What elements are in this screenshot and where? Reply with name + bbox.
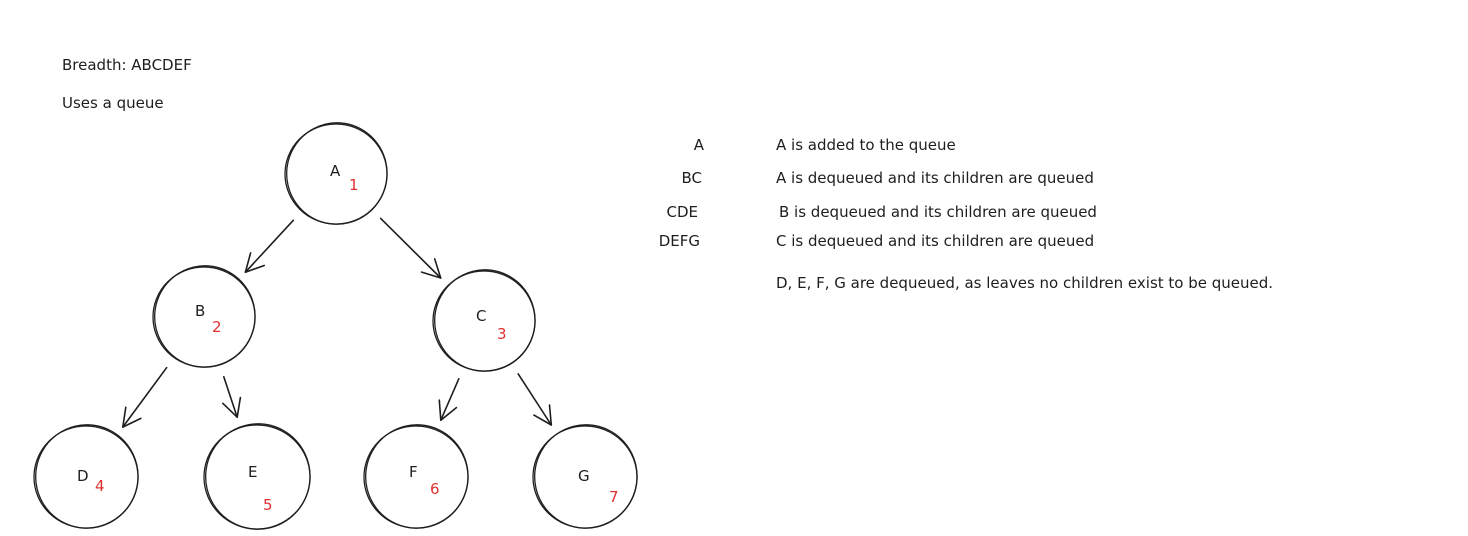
edge-A-B [244, 219, 295, 273]
tree-edges [122, 217, 553, 428]
node-circle-sketch [434, 269, 536, 372]
node-label: A [330, 162, 341, 180]
visit-order-number: 5 [263, 496, 273, 514]
node-circle-sketch [286, 122, 388, 225]
edge-A-C [379, 217, 442, 279]
node-G: G7 [532, 424, 638, 529]
node-label: F [409, 463, 418, 481]
queue-state: A [694, 136, 705, 154]
node-B: B2 [152, 265, 256, 368]
queue-state: BC [681, 169, 702, 187]
queue-state: CDE [666, 203, 698, 221]
diagram-subtitle: Uses a queue [62, 94, 164, 112]
edge-line [122, 366, 168, 428]
visit-order-number: 2 [212, 318, 222, 336]
arrowhead [244, 252, 265, 273]
step-row: A A is added to the queue [694, 136, 956, 154]
step-description: B is dequeued and its children are queue… [779, 203, 1097, 221]
node-label: C [476, 307, 486, 325]
edge-B-E [222, 376, 242, 418]
edge-line [244, 219, 295, 273]
node-C: C3 [432, 269, 536, 372]
edge-B-D [122, 366, 168, 428]
node-label: B [195, 302, 205, 320]
step-row: DEFG C is dequeued and its children are q… [659, 232, 1094, 250]
node-circle-sketch [154, 265, 256, 368]
visit-order-number: 7 [609, 488, 619, 506]
diagram-title: Breadth: ABCDEF [62, 56, 192, 74]
node-circle-sketch [365, 424, 469, 529]
node-circle-sketch [534, 424, 638, 529]
edge-line [379, 217, 442, 279]
node-E: E5 [203, 423, 311, 530]
step-description: A is added to the queue [776, 136, 956, 154]
edge-line [440, 378, 460, 421]
visit-order-number: 3 [497, 325, 507, 343]
node-A: A1 [284, 122, 388, 225]
node-label: E [248, 463, 257, 481]
node-D: D4 [33, 424, 139, 529]
node-label: G [578, 467, 590, 485]
arrowhead [122, 406, 142, 428]
edge-line [517, 373, 553, 426]
arrowhead [533, 404, 553, 426]
step-description: A is dequeued and its children are queue… [776, 169, 1094, 187]
arrowhead [438, 399, 458, 421]
edge-C-G [517, 373, 553, 426]
step-row: CDE B is dequeued and its children are qu… [666, 203, 1096, 221]
step-row: BC A is dequeued and its children are que… [681, 169, 1093, 187]
visit-order-number: 4 [95, 477, 105, 495]
node-circle-sketch [35, 424, 139, 529]
arrowhead [222, 396, 242, 418]
node-circle-sketch [205, 423, 311, 530]
edge-C-F [438, 378, 460, 421]
step-description: C is dequeued and its children are queue… [776, 232, 1094, 250]
edge-line [223, 376, 238, 418]
step-description: D, E, F, G are dequeued, as leaves no ch… [776, 274, 1273, 292]
node-label: D [77, 467, 89, 485]
visit-order-number: 1 [349, 176, 359, 194]
node-F: F6 [363, 424, 469, 529]
queue-state: DEFG [659, 232, 700, 250]
step-row: D, E, F, G are dequeued, as leaves no ch… [776, 274, 1273, 292]
visit-order-number: 6 [430, 480, 440, 498]
arrowhead [420, 258, 442, 279]
